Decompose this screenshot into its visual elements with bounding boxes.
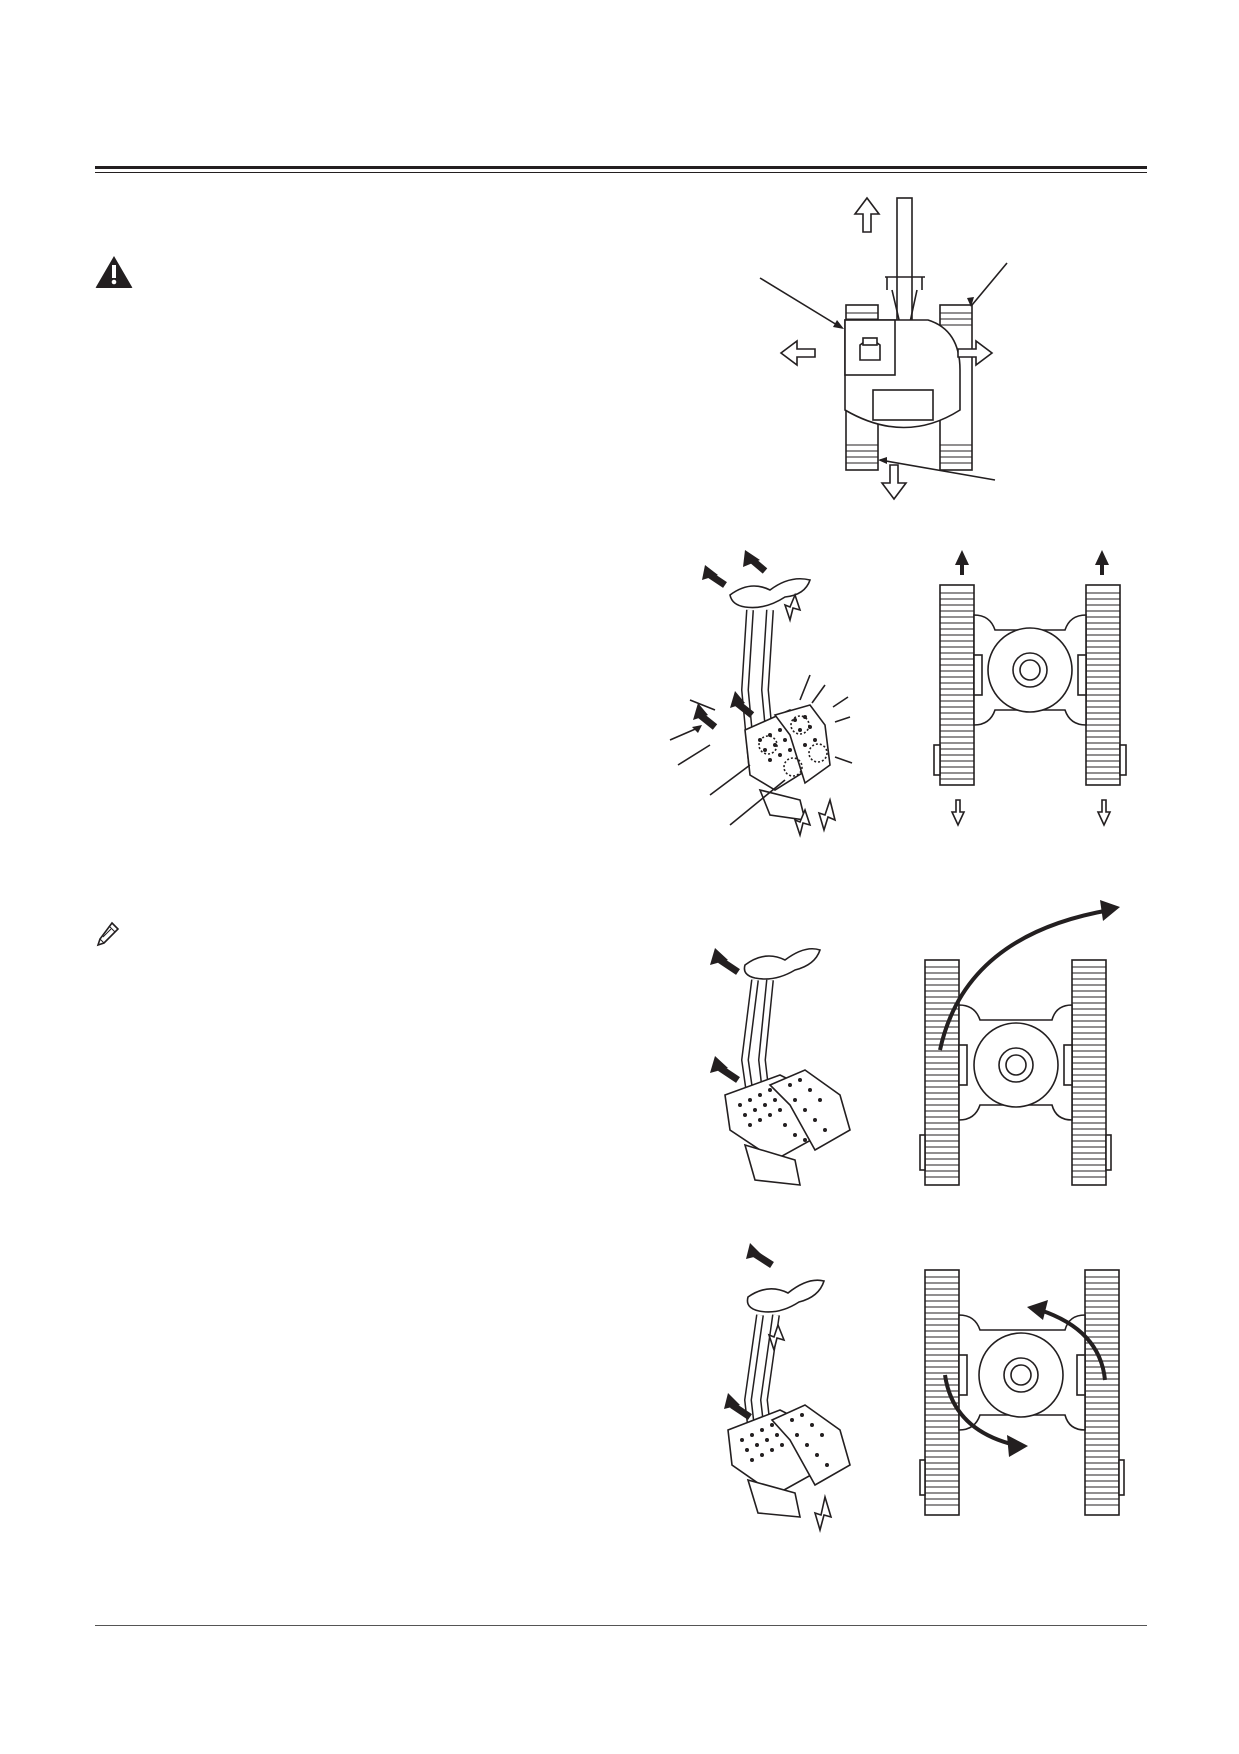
warning-triangle-icon bbox=[95, 256, 133, 288]
header-rule bbox=[95, 166, 1147, 169]
spin-arrow-up-icon bbox=[1027, 1300, 1048, 1320]
pencil-note-icon bbox=[96, 921, 120, 947]
arrow-right-icon bbox=[957, 339, 994, 367]
arrow-left-icon bbox=[779, 339, 816, 367]
curved-arrow-icon bbox=[1100, 900, 1120, 921]
travel-lever-spin-turn bbox=[724, 1243, 851, 1533]
travel-lever-pivot-turn bbox=[710, 947, 851, 1186]
travel-pedals-forward bbox=[669, 550, 853, 838]
undercarriage-spin-turn bbox=[919, 1269, 1125, 1516]
arrow-up-left-icon bbox=[955, 550, 969, 575]
arrow-down-left-icon bbox=[950, 799, 966, 827]
arrow-down-right-icon bbox=[1096, 799, 1112, 827]
spin-arrow-down-icon bbox=[1007, 1435, 1028, 1457]
undercarriage-straight-travel bbox=[933, 550, 1127, 827]
footer-rule bbox=[95, 1625, 1147, 1626]
arrow-forward-icon bbox=[853, 196, 881, 233]
undercarriage-pivot-turn bbox=[919, 900, 1120, 1186]
arrow-backward-icon bbox=[880, 464, 908, 501]
machine-top-view bbox=[759, 196, 1008, 501]
arrow-up-right-icon bbox=[1095, 550, 1109, 575]
header-rule-thin bbox=[95, 172, 1147, 173]
